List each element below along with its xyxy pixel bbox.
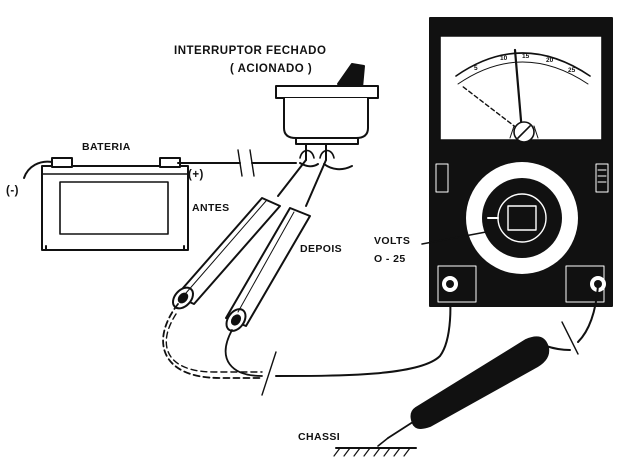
range-label: O - 25 [374,253,406,265]
scale-tick-5: 5 [474,65,478,72]
battery [41,157,189,251]
antes-label: ANTES [192,202,230,214]
scale-tick-15: 15 [522,53,530,60]
depois-label: DEPOIS [300,243,343,255]
negative-wire [23,160,53,179]
multimeter [429,17,613,307]
positive-label: (+) [188,169,204,181]
switch-subtitle-label: ( ACIONADO ) [230,63,313,75]
volts-pointer-line [421,231,487,245]
chassis-probe [377,336,550,447]
dashed-lead [162,303,263,379]
probe-antes [172,159,307,310]
negative-label: (-) [6,185,19,197]
meter-lead-right [577,285,599,343]
chassis-ground [333,447,417,457]
meter-lead-left [275,283,452,377]
scale-tick-20: 20 [546,57,554,64]
probe-depois [225,159,327,332]
rocker-switch [275,63,379,161]
scale-tick-10: 10 [500,55,508,62]
battery-label: BATERIA [82,141,131,153]
chassis-label: CHASSI [298,431,341,443]
scale-tick-25: 25 [568,67,576,74]
switch-title-label: INTERRUPTOR FECHADO [174,45,327,57]
volts-label: VOLTS [374,235,411,247]
